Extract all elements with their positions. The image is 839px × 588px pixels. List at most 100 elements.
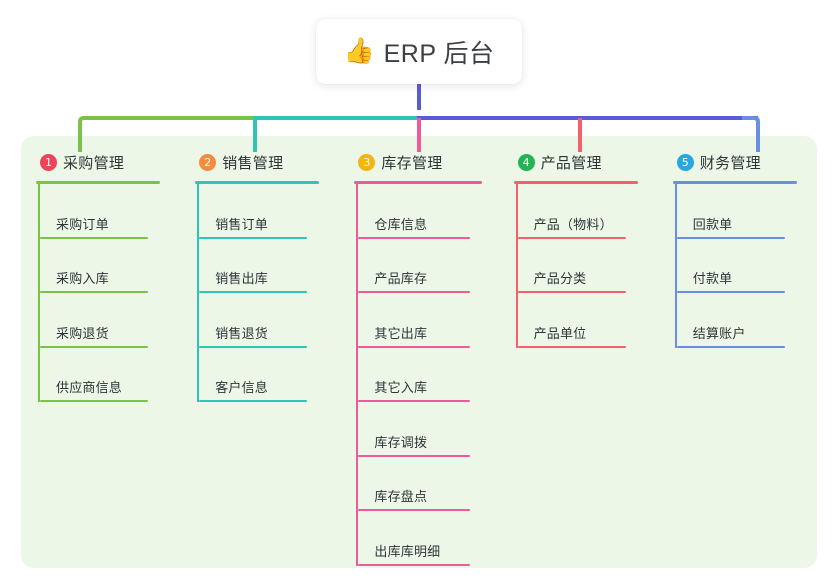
branch-title: 库存管理 [381, 154, 443, 172]
branch-item-label: 产品库存 [374, 271, 428, 286]
branch-spine [356, 184, 359, 566]
branch-item-rule [517, 236, 626, 239]
branch-item[interactable]: 销售订单 [197, 184, 339, 239]
branch-item-label: 库存调拨 [374, 434, 428, 450]
branch-item[interactable]: 产品（物料） [516, 184, 658, 239]
root-node-card[interactable]: 👍 ERP 后台 [316, 19, 522, 84]
branch-item[interactable]: 仓库信息 [356, 184, 498, 239]
root-node-title: ERP 后台 [383, 39, 495, 68]
branch-header-rule [195, 181, 320, 184]
branch-number-badge: 2 [199, 153, 217, 171]
branch-item-rule [676, 291, 785, 293]
branch-item-rule [358, 236, 471, 239]
branch-item[interactable]: 出库库明细 [356, 511, 498, 566]
branch-title: 销售管理 [222, 154, 284, 172]
branch-item-rule [517, 345, 626, 348]
branch-column-1: 1 采购管理采购订单采购入库采购退货供应商信息 [21, 136, 180, 568]
branch-number-badge: 4 [517, 153, 535, 171]
branch-item-rule [199, 236, 308, 239]
branch-item-rule [676, 236, 785, 239]
branch-header-1[interactable]: 1 采购管理 [21, 149, 180, 175]
branch-item-label: 结算账户 [692, 325, 746, 341]
diagram-panel [21, 136, 817, 568]
branch-header-rule [672, 181, 797, 184]
branch-item-label: 销售出库 [215, 271, 268, 286]
branch-item[interactable]: 销售退货 [197, 293, 339, 348]
branch-header-rule [36, 181, 160, 184]
branch-title: 采购管理 [63, 154, 125, 172]
branch-item-label: 供应商信息 [56, 380, 123, 395]
branch-item[interactable]: 供应商信息 [38, 348, 180, 402]
branch-item[interactable]: 客户信息 [197, 348, 339, 402]
branch-number-badge: 1 [40, 153, 57, 171]
branch-column-4: 4 产品管理产品（物料） 产品分类产品单位 [499, 136, 658, 568]
branch-item[interactable]: 结算账户 [675, 293, 817, 348]
branch-header-2[interactable]: 2 销售管理 [180, 149, 339, 175]
branch-item-rule [40, 345, 148, 348]
branch-item-rule [199, 400, 308, 402]
branch-header-rule [513, 181, 638, 184]
branch-column-2: 2 销售管理销售订单销售出库销售退货客户信息 [180, 136, 339, 568]
branch-item[interactable]: 产品库存 [356, 239, 498, 293]
branch-item-rule [358, 454, 471, 457]
branch-column-3: 3 库存管理仓库信息产品库存其它出库其它入库库存调拨库存盘点出库库明细 [339, 136, 498, 568]
branch-item-list: 销售订单销售出库销售退货客户信息 [197, 184, 339, 402]
branch-item[interactable]: 库存调拨 [356, 402, 498, 457]
branch-item-label: 出库库明细 [374, 543, 441, 559]
branch-number-badge: 3 [358, 153, 376, 171]
branch-item[interactable]: 销售出库 [197, 239, 339, 293]
branch-item[interactable]: 其它入库 [356, 348, 498, 402]
branch-item-list: 采购订单采购入库采购退货供应商信息 [38, 184, 180, 402]
branch-item[interactable]: 采购入库 [38, 239, 180, 293]
thumbs-up-icon: 👍 [343, 37, 375, 65]
branch-item[interactable]: 库存盘点 [356, 457, 498, 511]
branch-item-label: 销售订单 [215, 216, 268, 232]
branch-item-list: 产品（物料） 产品分类产品单位 [515, 184, 658, 348]
branch-item-label: 客户信息 [215, 380, 268, 395]
branch-title: 财务管理 [699, 154, 761, 172]
branch-header-4[interactable]: 4 产品管理 [499, 149, 658, 175]
branch-header-3[interactable]: 3 库存管理 [339, 149, 498, 175]
branch-item-label: 回款单 [692, 216, 733, 232]
branch-header-rule [354, 181, 483, 184]
branch-item-rule [358, 345, 471, 348]
branch-item[interactable]: 采购退货 [38, 293, 180, 348]
branch-item-rule [517, 291, 626, 293]
branch-item-label: 采购入库 [56, 271, 109, 286]
branch-item-rule [358, 400, 471, 402]
branch-number-badge: 5 [676, 153, 694, 171]
branch-item-list: 仓库信息产品库存其它出库其它入库库存调拨库存盘点出库库明细 [356, 184, 498, 566]
branch-item-label: 销售退货 [215, 325, 268, 341]
branch-item-label: 仓库信息 [374, 216, 428, 232]
branch-spine [38, 184, 40, 402]
branch-item-label: 付款单 [692, 271, 733, 286]
branch-item-label: 产品分类 [533, 271, 587, 286]
branch-spine [197, 184, 200, 402]
branch-item-list: 回款单付款单结算账户 [674, 184, 817, 348]
branch-item-label: 产品（物料） [533, 216, 613, 232]
branch-item[interactable]: 产品单位 [516, 293, 658, 348]
branch-column-5: 5 财务管理回款单付款单结算账户 [658, 136, 817, 568]
branch-item[interactable]: 产品分类 [516, 239, 658, 293]
branch-item-label: 库存盘点 [374, 489, 428, 504]
branch-item[interactable]: 付款单 [675, 239, 817, 293]
branch-item-label: 采购退货 [56, 325, 109, 341]
branch-item-label: 产品单位 [533, 325, 587, 341]
branch-item[interactable]: 采购订单 [38, 184, 180, 239]
branch-item-rule [40, 291, 148, 293]
branch-item[interactable]: 回款单 [675, 184, 817, 239]
branch-item-rule [40, 236, 148, 239]
branch-item-rule [199, 345, 308, 348]
branch-item-label: 采购订单 [56, 216, 109, 232]
branch-item-rule [358, 291, 471, 293]
branch-header-5[interactable]: 5 财务管理 [658, 149, 817, 175]
branch-item[interactable]: 其它出库 [356, 293, 498, 348]
branch-item-label: 其它入库 [374, 380, 428, 395]
branch-item-rule [358, 509, 471, 511]
branch-item-rule [40, 400, 148, 402]
branch-columns: 1 采购管理采购订单采购入库采购退货供应商信息 2 销售管理销售订单销售出库销售退货客… [21, 136, 817, 568]
branch-title: 产品管理 [540, 154, 602, 172]
branch-item-rule [358, 563, 471, 566]
branch-item-rule [199, 291, 308, 293]
